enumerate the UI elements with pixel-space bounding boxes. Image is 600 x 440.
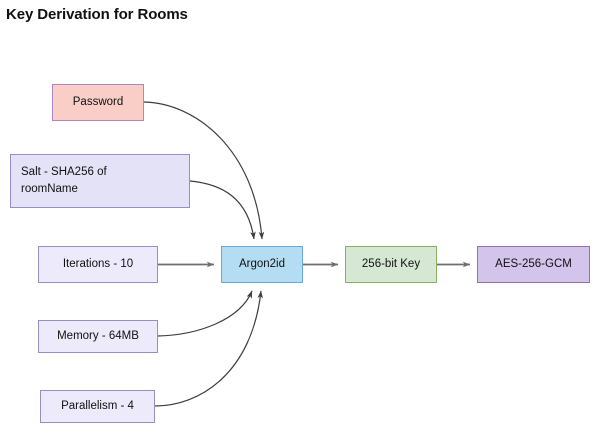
node-aes-256-gcm-label: AES-256-GCM — [495, 258, 572, 271]
node-memory-label: Memory - 64MB — [57, 330, 139, 343]
edge-parallelism-to-argon2id — [154, 290, 263, 407]
node-salt-label: Salt - SHA256 of roomName — [21, 166, 107, 195]
node-aes-256-gcm[interactable]: AES-256-GCM — [477, 246, 590, 283]
node-argon2id-label: Argon2id — [238, 258, 286, 271]
node-iterations[interactable]: Iterations - 10 — [38, 246, 158, 283]
node-256-bit-key[interactable]: 256-bit Key — [345, 246, 437, 283]
node-salt[interactable]: Salt - SHA256 of roomName — [10, 154, 190, 208]
node-256-bit-key-label: 256-bit Key — [361, 258, 421, 271]
node-iterations-label: Iterations - 10 — [62, 258, 134, 271]
edge-memory-to-argon2id — [157, 290, 253, 337]
edge-salt-to-argon2id — [189, 180, 256, 240]
node-password[interactable]: Password — [52, 84, 144, 121]
node-parallelism[interactable]: Parallelism - 4 — [40, 390, 155, 423]
node-password-label: Password — [72, 96, 124, 109]
node-memory[interactable]: Memory - 64MB — [38, 320, 158, 353]
diagram-title: Key Derivation for Rooms — [6, 6, 188, 23]
node-parallelism-label: Parallelism - 4 — [61, 400, 134, 413]
node-argon2id[interactable]: Argon2id — [221, 246, 303, 283]
